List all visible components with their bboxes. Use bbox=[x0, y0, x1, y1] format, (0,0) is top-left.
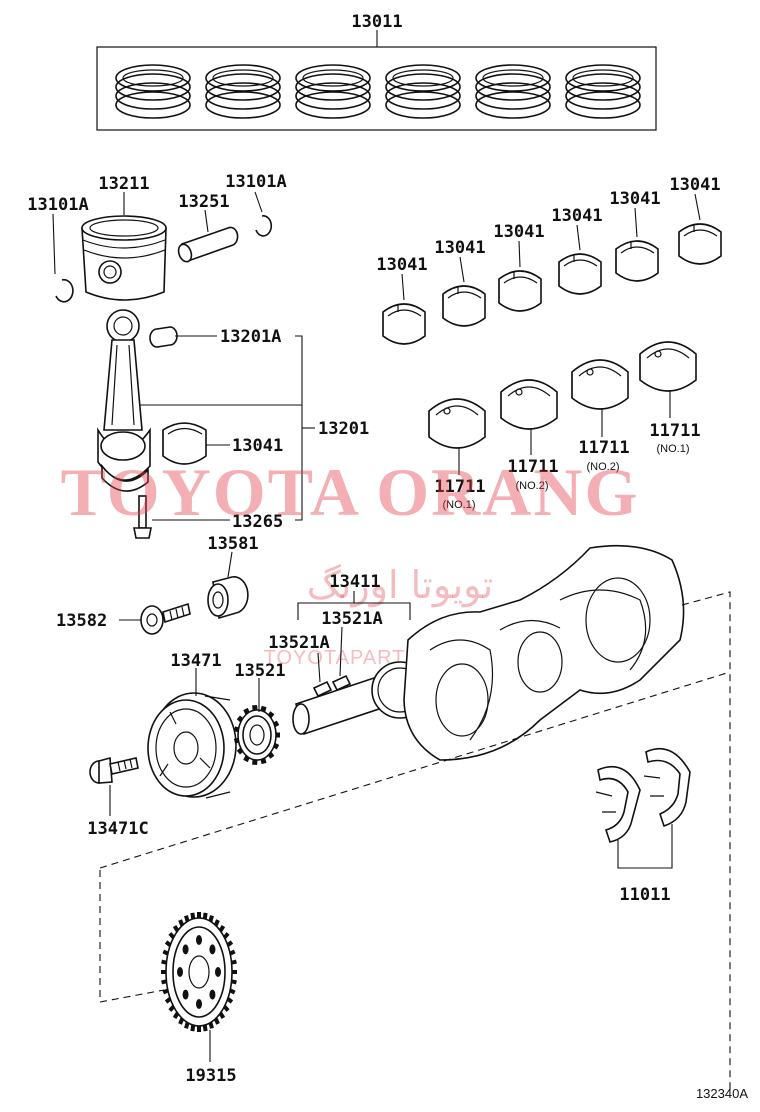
label-11011: 11011 bbox=[619, 885, 670, 905]
snap-ring-right[interactable] bbox=[255, 215, 273, 237]
label-13471c: 13471C bbox=[87, 819, 148, 839]
crank-key-lower[interactable] bbox=[312, 680, 333, 698]
label-13211: 13211 bbox=[98, 174, 149, 194]
label-13011: 13011 bbox=[351, 12, 402, 32]
note-no2-b: (NO.2) bbox=[587, 461, 620, 473]
pulley-set-bolt[interactable] bbox=[89, 756, 139, 784]
piston-ring-3 bbox=[295, 64, 371, 119]
label-13521a-upper: 13521A bbox=[321, 609, 382, 629]
note-no1-b: (NO.1) bbox=[657, 443, 690, 455]
label-11711-b: 11711 bbox=[507, 457, 558, 477]
label-13041-conrod: 13041 bbox=[232, 436, 283, 456]
diagram-ref: 132340A bbox=[696, 1086, 748, 1101]
crank-bearing-3 bbox=[498, 270, 542, 312]
label-13521a-lower: 13521A bbox=[268, 633, 329, 653]
crank-bearing-6 bbox=[678, 223, 722, 265]
label-13582: 13582 bbox=[56, 611, 107, 631]
crank-bearing-2 bbox=[442, 285, 486, 327]
label-13581: 13581 bbox=[207, 534, 258, 554]
note-no2-a: (NO.2) bbox=[516, 480, 549, 492]
piston-pin[interactable] bbox=[176, 226, 239, 263]
note-no1-a: (NO.1) bbox=[443, 499, 476, 511]
watermark-arabic: تویوتا اورنگ bbox=[307, 563, 494, 608]
crank-key-upper[interactable] bbox=[331, 674, 352, 692]
label-13201: 13201 bbox=[318, 419, 369, 439]
label-11711-a: 11711 bbox=[434, 477, 485, 497]
conrod-bushing[interactable] bbox=[149, 326, 178, 348]
label-13041-upper-6: 13041 bbox=[669, 175, 720, 195]
label-13101a-left: 13101A bbox=[27, 195, 88, 215]
main-bearing-2 bbox=[500, 379, 558, 430]
piston-ring-set[interactable] bbox=[96, 46, 657, 131]
crank-bearing-1 bbox=[382, 303, 426, 345]
main-bearing-4 bbox=[639, 341, 697, 392]
conrod-bearing[interactable] bbox=[162, 422, 207, 465]
crank-bearing-set[interactable] bbox=[382, 223, 722, 345]
label-13101a-right: 13101A bbox=[225, 172, 286, 192]
label-19315: 19315 bbox=[185, 1066, 236, 1086]
watermark-brand: TOYOTA ORANG bbox=[61, 454, 640, 530]
main-bearing-set[interactable] bbox=[428, 341, 697, 475]
label-11711-d: 11711 bbox=[649, 421, 700, 441]
label-13521: 13521 bbox=[234, 661, 285, 681]
crank-position-plate[interactable] bbox=[161, 912, 237, 1032]
snap-ring-left[interactable] bbox=[55, 278, 74, 303]
connecting-rod[interactable] bbox=[97, 309, 151, 492]
piston-ring-6 bbox=[565, 64, 641, 119]
crank-bearing-5 bbox=[615, 240, 659, 282]
pulley-bolt[interactable] bbox=[140, 602, 191, 635]
piston-ring-5 bbox=[475, 64, 551, 119]
main-bearing-1 bbox=[428, 398, 486, 449]
label-13411: 13411 bbox=[329, 572, 380, 592]
crank-pulley[interactable] bbox=[147, 692, 237, 799]
crank-timing-gear[interactable] bbox=[233, 704, 280, 766]
piston-ring-1 bbox=[115, 64, 191, 119]
crank-bearing-4 bbox=[558, 253, 602, 295]
piston[interactable] bbox=[81, 215, 167, 301]
label-13251: 13251 bbox=[178, 192, 229, 212]
label-11711-c: 11711 bbox=[578, 438, 629, 458]
crankshaft[interactable] bbox=[292, 544, 685, 761]
thrust-washer-set[interactable] bbox=[595, 747, 691, 843]
main-bearing-3 bbox=[571, 359, 629, 410]
label-13201a: 13201A bbox=[220, 327, 281, 347]
label-13041-upper-1: 13041 bbox=[376, 255, 427, 275]
piston-ring-4 bbox=[385, 64, 461, 119]
pulley-washer[interactable] bbox=[207, 576, 249, 620]
label-13265: 13265 bbox=[232, 512, 283, 532]
label-13041-upper-4: 13041 bbox=[551, 206, 602, 226]
piston-ring-2 bbox=[205, 64, 281, 119]
label-13041-upper-3: 13041 bbox=[493, 222, 544, 242]
label-13471: 13471 bbox=[170, 651, 221, 671]
label-13041-upper-2: 13041 bbox=[434, 238, 485, 258]
label-13041-upper-5: 13041 bbox=[609, 189, 660, 209]
conrod-bolt[interactable] bbox=[133, 495, 152, 539]
